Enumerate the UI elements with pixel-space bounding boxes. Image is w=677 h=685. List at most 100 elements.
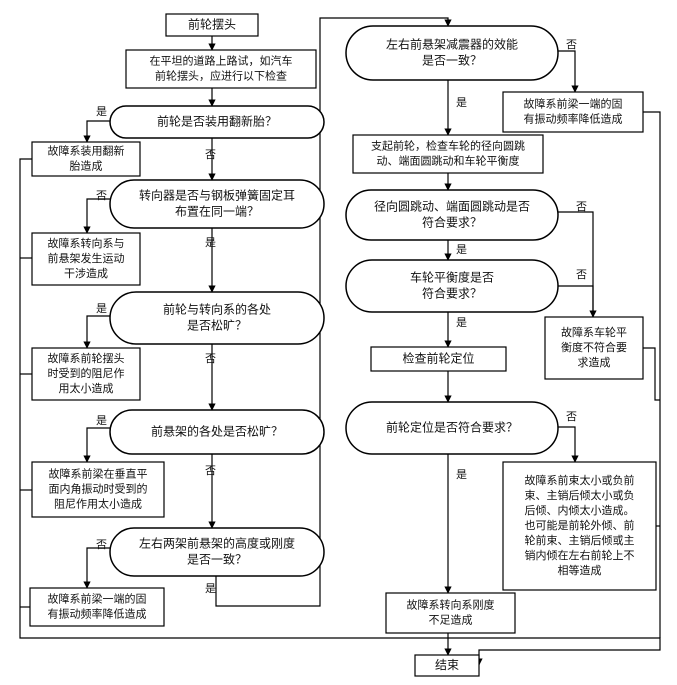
step-n-align: 检查前轮定位 [370,346,507,372]
yes-label: 是 [456,243,467,256]
flow-connector [558,285,594,317]
result-box [385,592,516,634]
node-text-line: 支起前轮，检查车轮的径向圆跳 [371,139,525,153]
node-text-line: 故障系转向系与 [48,236,125,250]
result-box [31,141,141,177]
step-box [370,346,507,372]
yes-label: 是 [456,316,467,329]
node-text-line: 前轮定位是否符合要求？ [386,420,518,435]
step-box [352,134,544,174]
node-text-line: 时受到的阻尼作 [48,366,125,380]
node-text-line: 干涉造成 [64,266,108,280]
yes-label: 是 [96,105,107,118]
flow-connector [558,211,597,318]
node-text-line: 符合要求？ [422,215,482,230]
no-label: 否 [205,148,216,161]
yes-label: 是 [96,414,107,427]
node-text-line: 径向圆跳动、端面圆跳动是否 [374,199,530,214]
node-text-line: 相等造成 [558,563,602,577]
result-box [31,461,165,518]
node-text-line: 前轮与转向系的各处 [163,302,271,317]
yes-label: 是 [205,582,216,595]
node-text-line: 故障系前梁在垂直平 [49,467,148,481]
decision-box [109,179,325,229]
flow-connector [83,547,110,589]
decision-box [345,259,559,313]
node-text-line: 有振动频率降低造成 [48,607,147,621]
result-box [29,587,165,627]
node-text-line: 前轮摆头 [188,17,236,32]
step-box [414,654,480,677]
node-text-line: 轮前束、主销后倾或主 [525,533,635,547]
step-box [125,49,317,89]
decision-box [345,401,559,455]
node-text-line: 前轮是否装用翻新胎？ [157,114,277,129]
yes-label: 是 [205,236,216,249]
decision-d-susp-loose: 前悬架的各处是否松旷？ [109,409,325,455]
node-text-line: 求造成 [578,355,611,369]
node-text-line: 布置在同一端？ [175,205,259,219]
node-text-line: 故障系转向系刚度 [407,598,495,612]
node-text-line: 衡度不符合要 [561,340,627,354]
node-text-line: 也可能是前轮外倾、前 [525,518,635,532]
result-box [544,316,644,380]
node-text-line: 故障系前轮摆头 [48,351,125,365]
node-text-line: 用太小造成 [59,381,114,395]
flow-connector [643,347,660,401]
no-label: 否 [96,189,107,202]
result-box [31,232,141,286]
flow-connector [83,315,110,349]
result-box [31,347,141,401]
flow-connector [83,120,110,143]
node-text-line: 后倾、内倾太小造成。 [525,503,635,517]
decision-d-align: 前轮定位是否符合要求？ [345,401,559,455]
node-text-line: 符合要求？ [422,286,482,301]
flow-connector [83,198,110,234]
node-text-line: 束、主销后倾太小或负 [525,488,635,502]
node-text-line: 是否一致？ [187,553,247,567]
result-box [502,461,657,591]
node-text-line: 前轮摆头，应进行以下检查 [155,69,287,83]
result-r-align: 故障系前束太小或负前束、主销后倾太小或负后倾、内倾太小造成。也可能是前轮外倾、前… [502,461,657,591]
decision-box [109,105,325,139]
no-label: 否 [566,410,577,423]
node-text-line: 有振动频率降低造成 [524,112,623,126]
node-text-line: 左右前悬架减震器的效能 [386,37,518,52]
node-text-line: 前悬架的各处是否松旷？ [151,424,283,439]
flow-connector [643,111,661,638]
node-text-line: 在平坦的道路上路试，如汽车 [150,54,293,68]
node-text-line: 动、端面圆跳动和车轮平衡度 [377,154,520,168]
node-text-line: 结束 [435,658,459,672]
step-n-end: 结束 [414,654,480,677]
node-text-line: 左右两架前悬架的高度或刚度 [139,536,295,551]
no-label: 否 [205,464,216,477]
flow-connector [83,427,110,463]
yes-label: 是 [456,96,467,109]
node-text-line: 故障系前梁一端的固 [524,97,623,111]
no-label: 否 [96,538,107,551]
yes-label: 是 [96,302,107,315]
decision-box [109,409,325,455]
node-text-line: 故障系车轮平 [561,325,627,339]
no-label: 否 [576,200,587,213]
no-label: 否 [566,38,577,51]
node-text-line: 故障系前束太小或负前 [525,473,635,487]
node-text-line: 阻尼作用太小造成 [54,497,142,511]
step-box [165,13,259,37]
node-text-line: 不足造成 [429,613,473,627]
node-text-line: 是否一致？ [422,54,482,68]
decision-box [345,189,559,241]
